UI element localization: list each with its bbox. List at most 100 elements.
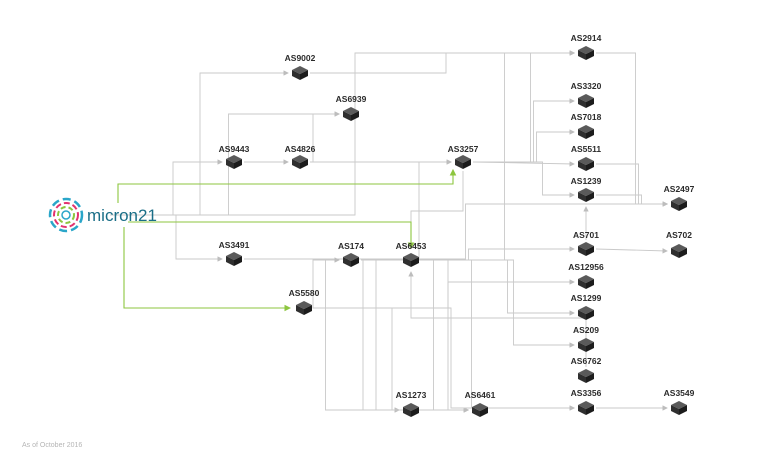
link-as6453-as2914 (421, 50, 575, 261)
node-label: AS3549 (664, 388, 695, 398)
node-label: AS1299 (571, 293, 602, 303)
router-icon (455, 155, 471, 169)
node-as6939: AS6939 (336, 94, 367, 121)
link-as6453-as1299 (421, 259, 575, 316)
node-label: AS6453 (396, 241, 427, 251)
node-label: AS209 (573, 325, 599, 335)
node-as9443: AS9443 (219, 144, 250, 169)
router-icon (578, 306, 594, 320)
router-icon (578, 275, 594, 289)
node-label: AS1239 (571, 176, 602, 186)
router-icon (292, 155, 308, 169)
link-as6453-as209 (421, 259, 575, 348)
router-icon (578, 46, 594, 60)
node-as1239: AS1239 (571, 176, 602, 202)
link-as5511-as2497 (596, 163, 668, 207)
link-layer (110, 50, 668, 413)
node-as5580: AS5580 (289, 288, 320, 315)
node-label: AS4826 (285, 144, 316, 154)
node-as3491: AS3491 (219, 240, 250, 266)
direct-link-as5580 (123, 227, 292, 312)
node-label: AS6939 (336, 94, 367, 104)
router-icon (343, 107, 359, 121)
node-label: AS3491 (219, 240, 250, 250)
link-as6762-as6453 (408, 271, 587, 367)
router-icon (343, 253, 359, 267)
node-label: AS5580 (289, 288, 320, 298)
node-as702: AS702 (666, 230, 692, 258)
link-as9002-as2914 (310, 50, 575, 74)
link-as3491-as6461 (244, 258, 469, 413)
node-as5511: AS5511 (571, 144, 602, 171)
link-as2914-as2497 (596, 52, 668, 207)
node-as7018: AS7018 (571, 112, 602, 139)
link-as174-as1273 (361, 259, 400, 413)
link-as3257-as1239 (473, 161, 575, 198)
router-icon (226, 155, 242, 169)
node-as4826: AS4826 (285, 144, 316, 169)
node-as2497: AS2497 (664, 184, 695, 211)
node-label: AS12956 (568, 262, 604, 272)
node-label: AS5511 (571, 144, 602, 154)
router-icon (226, 252, 242, 266)
node-label: AS6762 (571, 356, 602, 366)
direct-link-layer (117, 168, 457, 312)
node-as3257: AS3257 (448, 144, 479, 169)
router-icon (578, 125, 594, 139)
router-icon (578, 338, 594, 352)
node-label: AS2497 (664, 184, 695, 194)
direct-link-as6453 (128, 221, 415, 250)
router-icon (578, 94, 594, 108)
node-label: AS9443 (219, 144, 250, 154)
router-icon (578, 242, 594, 256)
link-as701-as702 (595, 248, 668, 254)
router-icon (403, 253, 419, 267)
link-as174-as6461 (361, 259, 469, 413)
direct-link-as3257 (117, 168, 457, 203)
node-layer: AS9002 AS6939 AS9443 AS4826 AS3257 AS349… (219, 33, 695, 417)
node-as701: AS701 (573, 230, 599, 256)
link-as6453-as6461 (421, 259, 469, 413)
node-as3320: AS3320 (571, 81, 602, 108)
node-as12956: AS12956 (568, 262, 604, 289)
link-as1239-as2497 (596, 194, 668, 207)
node-as3356: AS3356 (571, 388, 602, 415)
router-icon (671, 244, 687, 258)
node-label: AS9002 (285, 53, 316, 63)
link-as5580-as3356 (314, 307, 575, 411)
node-as6453: AS6453 (396, 241, 427, 267)
node-as1299: AS1299 (571, 293, 602, 320)
node-label: AS6461 (465, 390, 496, 400)
link-as5580-as12956 (314, 279, 575, 309)
footer-note: As of October 2016 (22, 442, 82, 449)
link-micron21-as9002 (110, 70, 289, 216)
node-label: AS3257 (448, 144, 479, 154)
link-as5580-as6461 (314, 307, 469, 413)
router-icon (296, 301, 312, 315)
node-as174: AS174 (338, 241, 364, 267)
node-label: AS3356 (571, 388, 602, 398)
node-label: AS1273 (396, 390, 427, 400)
link-as5580-as174 (312, 257, 340, 309)
node-label: AS174 (338, 241, 364, 251)
brand-name: micron21 (87, 206, 157, 225)
router-icon (578, 369, 594, 383)
link-as3257-as7018 (473, 129, 575, 163)
node-as1273: AS1273 (396, 390, 427, 417)
link-as4826-as6939 (310, 111, 340, 163)
node-label: AS701 (573, 230, 599, 240)
node-label: AS2914 (571, 33, 602, 43)
node-as3549: AS3549 (664, 388, 695, 415)
router-icon (292, 66, 308, 80)
node-as6461: AS6461 (465, 390, 496, 417)
router-icon (578, 157, 594, 171)
link-as3257-as3320 (473, 98, 575, 163)
router-icon (403, 403, 419, 417)
router-icon (578, 188, 594, 202)
node-label: AS7018 (571, 112, 602, 122)
node-label: AS702 (666, 230, 692, 240)
router-icon (578, 401, 594, 415)
router-icon (671, 197, 687, 211)
node-label: AS3320 (571, 81, 602, 91)
